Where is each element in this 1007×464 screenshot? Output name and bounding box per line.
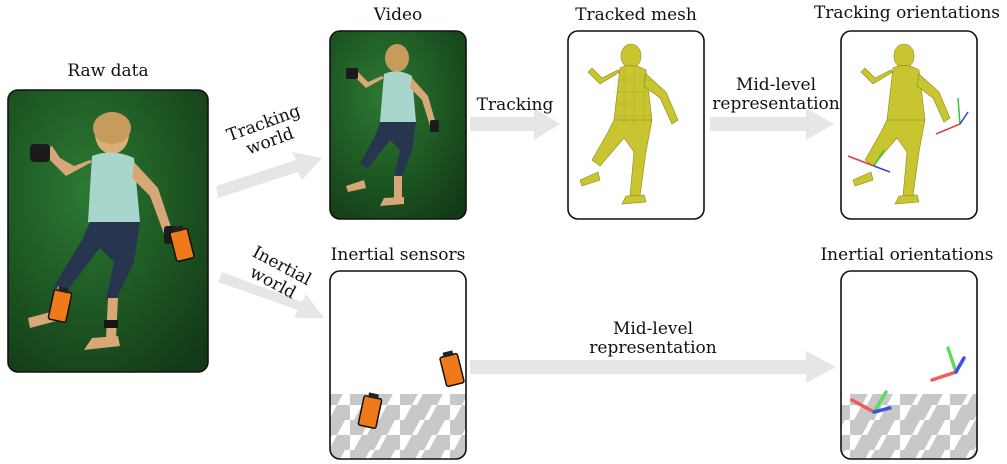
arrow-midlevel-bottom <box>470 351 836 383</box>
raw-data-label: Raw data <box>67 61 149 81</box>
imu-sensor-icon <box>169 225 195 263</box>
arrow-midlevel-top <box>710 108 834 140</box>
checkerboard-floor <box>330 394 466 459</box>
person-mesh-icon <box>852 43 951 205</box>
imu-sensor-icon <box>47 286 73 323</box>
tracking-orientations-panel <box>840 30 978 220</box>
axes-icon <box>935 97 969 135</box>
imu-sensor-icon <box>357 392 383 429</box>
tracked-mesh-label: Tracked mesh <box>575 5 697 25</box>
inertial-sensors-panel <box>329 270 467 460</box>
arrow-tracking-world <box>216 152 322 198</box>
tracking-arrow-label: Tracking <box>476 95 554 115</box>
tracked-mesh-panel <box>567 30 705 220</box>
inertial-orientations-panel <box>840 270 978 460</box>
mesh-wireframe <box>614 66 652 126</box>
axes-icon <box>930 346 966 382</box>
video-label: Video <box>373 5 423 25</box>
tracking-orientations-label: Tracking orientations <box>813 3 1001 23</box>
midlevel-bottom-label: Mid-level representation <box>589 319 717 358</box>
axes-icon <box>850 390 892 414</box>
midlevel-top-label: Mid-level representation <box>712 75 840 114</box>
inertial-sensors-label: Inertial sensors <box>330 245 466 265</box>
arrow-inertial-world <box>218 272 324 318</box>
axes-icon <box>847 149 891 173</box>
person-figure <box>346 44 439 206</box>
arrow-tracking <box>470 108 560 140</box>
inertial-orientations-label: Inertial orientations <box>820 245 994 265</box>
raw-data-photo <box>7 89 209 373</box>
imu-sensor-icon <box>439 350 465 388</box>
video-panel <box>329 30 467 220</box>
